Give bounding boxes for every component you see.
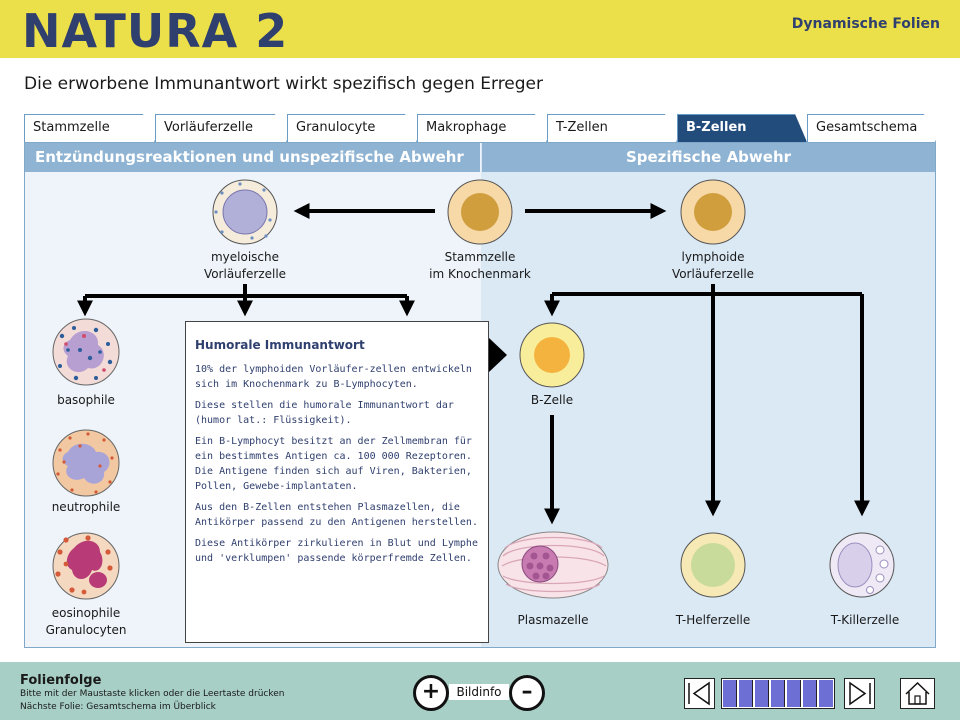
section-header-left: Entzündungsreaktionen und unspezifische … (25, 143, 480, 172)
progress-segment[interactable] (819, 680, 833, 707)
label-t-killer: T-Killerzelle (830, 613, 900, 627)
next-slide-button[interactable] (844, 678, 875, 709)
section-header-right: Spezifische Abwehr (482, 143, 935, 172)
info-box: Humorale Immunantwort 10% der lymphoiden… (185, 321, 489, 643)
label-lymphoid: lymphoide Vorläuferzelle (653, 249, 773, 283)
footer-instruction: Bitte mit der Maustaste klicken oder die… (20, 689, 285, 699)
progress-segment[interactable] (787, 680, 801, 707)
info-paragraph: Diese Antikörper zirkulieren in Blut und… (195, 538, 478, 564)
minus-button[interactable]: – (509, 675, 545, 711)
footer-title: Folienfolge (20, 673, 102, 688)
info-paragraph: Diese stellen die humorale Immunantwort … (195, 400, 454, 426)
label-lymphoid-line1: lymphoide (681, 250, 745, 264)
label-b-cell: B-Zelle (530, 393, 574, 407)
slide-progress[interactable] (721, 678, 835, 709)
bildinfo-label: Bildinfo (449, 684, 509, 700)
label-stem-line2: im Knochenmark (429, 267, 531, 281)
footer-next-slide: Nächste Folie: Gesamtschema im Überblick (20, 702, 216, 712)
label-plasma: Plasmazelle (517, 613, 589, 627)
label-myeloid: myeloische Vorläuferzelle (185, 249, 305, 283)
tab-makrophage[interactable]: Makrophage (417, 114, 547, 142)
tab-b-zellen[interactable]: B-Zellen (677, 114, 807, 142)
page-title: Die erworbene Immunantwort wirkt spezifi… (24, 74, 544, 94)
plus-button[interactable]: + (413, 675, 449, 711)
arrow-left-icon (688, 681, 710, 706)
label-stem: Stammzelle im Knochenmark (420, 249, 540, 283)
header-bar: NATURA 2 Dynamische Folien (0, 0, 960, 58)
label-myeloid-line2: Vorläuferzelle (203, 267, 287, 281)
logo: NATURA 2 (22, 4, 289, 58)
progress-segment[interactable] (739, 680, 753, 707)
label-eosinophil: eosinophile Granulocyten (30, 605, 142, 639)
brand-subtitle: Dynamische Folien (791, 16, 940, 32)
label-t-helper: T-Helferzelle (675, 613, 751, 627)
info-paragraph: Aus den B-Zellen entstehen Plasmazellen,… (195, 502, 478, 528)
progress-segment[interactable] (803, 680, 817, 707)
info-paragraph: 10% der lymphoiden Vorläufer-zellen entw… (195, 364, 472, 390)
progress-segment[interactable] (771, 680, 785, 707)
home-button[interactable] (900, 678, 935, 709)
label-myeloid-line1: myeloische (210, 250, 280, 264)
info-title: Humorale Immunantwort (195, 338, 365, 352)
progress-segment[interactable] (723, 680, 737, 707)
home-icon (905, 681, 930, 705)
label-lymphoid-line2: Vorläuferzelle (671, 267, 755, 281)
progress-segment[interactable] (755, 680, 769, 707)
previous-slide-button[interactable] (684, 678, 715, 709)
tab-gesamtschema[interactable]: Gesamtschema (807, 114, 936, 142)
arrow-right-icon (849, 681, 871, 706)
label-neutrophil: neutrophile (51, 500, 121, 514)
tab-vorlaeuferzelle[interactable]: Vorläuferzelle (155, 114, 287, 142)
tab-stammzelle[interactable]: Stammzelle (24, 114, 155, 142)
label-eosinophil-line2: Granulocyten (45, 623, 127, 637)
tab-bar: Stammzelle Vorläuferzelle Granulocyte Ma… (24, 114, 936, 142)
label-eosinophil-line1: eosinophile (51, 606, 121, 620)
tab-t-zellen[interactable]: T-Zellen (547, 114, 677, 142)
label-stem-line1: Stammzelle (444, 250, 516, 264)
tab-granulocyte[interactable]: Granulocyte (287, 114, 417, 142)
info-paragraph: Ein B-Lymphocyt besitzt an der Zellmembr… (195, 436, 472, 492)
label-basophil: basophile (57, 393, 115, 407)
